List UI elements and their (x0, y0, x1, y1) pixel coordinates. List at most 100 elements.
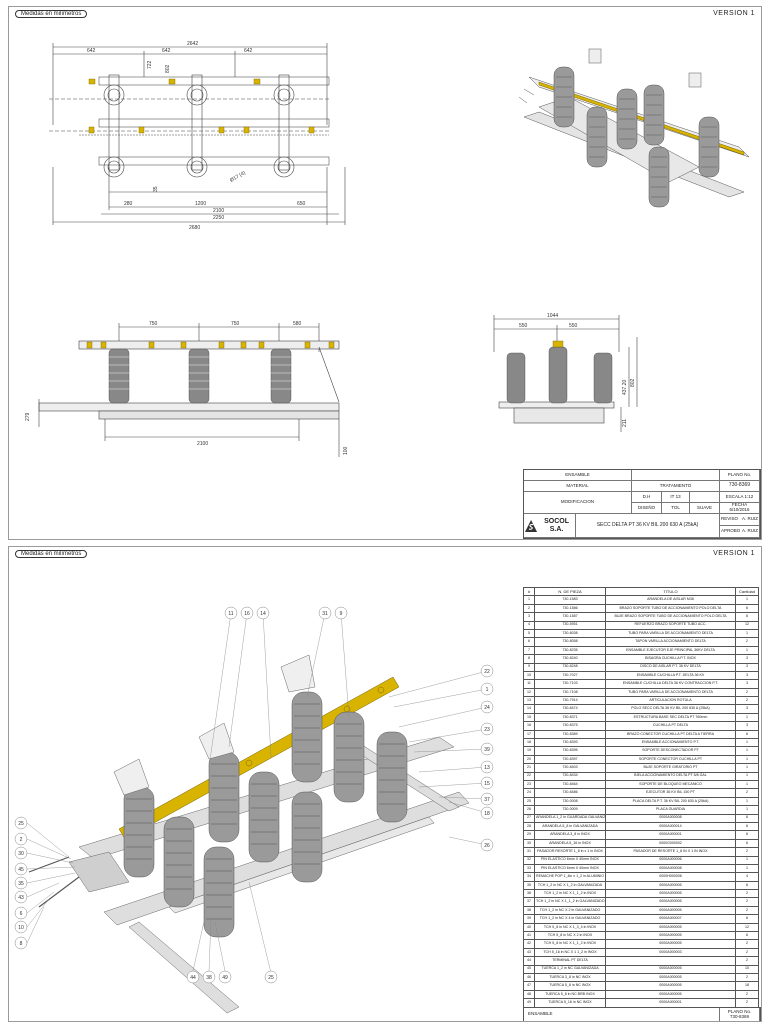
callout-left-1: 25 (18, 821, 24, 827)
bom-cell-qty: 1 (735, 771, 759, 782)
bom-cell-part: 730-8434 (534, 771, 606, 782)
side-base: 100 (343, 446, 349, 455)
side-span-3: 580 (293, 321, 302, 327)
bom-cell-qty: 2 (735, 939, 759, 949)
bom-cell-title: 0000A000003 (605, 947, 736, 958)
end-width: 1044 (547, 313, 558, 319)
bom-cell-part: 730-7914 (534, 696, 606, 706)
bom-cell-title: ARANDELA DE AISLAR M36 (605, 595, 736, 605)
bom-cell-number: 12 (523, 687, 535, 698)
isometric-view (518, 48, 750, 208)
tb-aprobo: APROBO A. RUIZ (720, 526, 760, 538)
bom-cell-number: 29 (523, 830, 535, 840)
callout-right-7: 15 (484, 781, 490, 787)
bom-cell-qty: 2 (735, 696, 759, 706)
bom-cell-title: BUJE SOPORTE GIRATORIO PT (605, 763, 736, 773)
bom-cell-title: SOPORTE DESCONECTADOR PT (605, 746, 736, 756)
bom-cell-number: 9 (523, 662, 535, 672)
bom-cell-title (605, 956, 736, 966)
bom-cell-number: 1 (523, 595, 535, 605)
bom-cell-number: 36 (523, 889, 535, 899)
tb-tratamiento: TRATAMIENTO (632, 481, 720, 492)
callout-right-6: 13 (484, 765, 490, 771)
side-span-2: 750 (231, 321, 240, 327)
end-height-1: 437.20 (622, 379, 628, 395)
bom-cell-part: 730-1587 (534, 612, 606, 622)
callout-bottom-2: 38 (206, 975, 212, 981)
tb-ensamble-value (632, 470, 720, 481)
end-contacts (552, 340, 564, 348)
bom-cell-title: 0000G000002 (605, 838, 736, 849)
bom-cell-number: 35 (523, 880, 535, 891)
bom-cell-part: 730-8474 (534, 704, 606, 714)
tb-suave: SUAVE (690, 503, 720, 514)
bom-cell-part: 730-8058 (534, 637, 606, 647)
exploded-assembly-drawing: 11 16 14 31 9 22 1 24 23 39 13 15 37 18 … (14, 606, 494, 1014)
side-contacts (86, 341, 335, 349)
tb-dh: D.H (632, 492, 662, 503)
bom-cell-qty: 1 (735, 738, 759, 748)
end-dimension-labels: 1044 550 550 437.20 802 211 (519, 313, 636, 427)
bom-cell-number: 34 (523, 872, 535, 882)
bom-cell-qty: 6 (735, 603, 759, 614)
bom-cell-part: 730-8240 (534, 654, 606, 664)
bom-cell-number: 43 (523, 947, 535, 958)
title-block: ENSAMBLE PLANO No. MATERIAL TRATAMIENTO … (523, 469, 761, 539)
iso-stripes (556, 76, 717, 198)
bom-cell-qty: 1 (735, 754, 759, 765)
bom-cell-qty: 2 (735, 788, 759, 798)
bom-cell-part: TUERCA 5_16 in NC INOX (534, 998, 606, 1008)
bom-cell-qty: 2 (735, 687, 759, 698)
bom-cell-title: TUBO PARA VARILLA DE ACCIONAMIENTO DELTA (605, 628, 736, 639)
bom-cell-title: REFUERZO BRAZO SOPORTE TUBO ACC. (605, 620, 736, 630)
tb-suave-blank (690, 492, 720, 503)
callout-left-8: 10 (18, 925, 24, 931)
dim-bottom-1: 280 (124, 201, 133, 207)
dim-span-2: 642 (162, 48, 171, 54)
bom-cell-part: TCH 5_8 in NC X 1_1_2 in INOX (534, 939, 606, 949)
callout-right-1: 22 (484, 669, 490, 675)
title-block-2: ENSAMBLE PLANO No. 730-8369 (523, 1007, 761, 1021)
bom-cell-number: 47 (523, 981, 535, 991)
bom-cell-number: 7 (523, 645, 535, 656)
bom-cell-part: 730-8248 (534, 662, 606, 672)
bom-cell-part: 730-8235 (534, 645, 606, 656)
bom-cell-part: 730-8375 (534, 721, 606, 731)
socol-logo-icon (525, 519, 538, 532)
tb-reviso: REVISO A. RUIZ (720, 514, 760, 526)
bom-cell-qty: 2 (735, 998, 759, 1008)
bom-cell-number: 26 (523, 805, 535, 815)
bom-cell-title: BRAZO CONECTOR CUCHILLA PT DELTA A TIERR… (605, 729, 736, 740)
callout-top-3: 14 (260, 611, 266, 617)
bom-cell-part: PASADOR RESORTE 1_8 in x 1 in INOX (534, 847, 606, 857)
bom-cell-title: 0000A000005 (605, 964, 736, 974)
bom-cell-part: TCH 1_2 in NC X 2 in GALVANIZADO (534, 905, 606, 916)
bom-cell-part: 730-7108 (534, 687, 606, 698)
bom-cell-part: TCH 1_2 in NC X 1_1_2 in GALVANIZADO (534, 897, 606, 907)
bom-cell-title: SOPORTE CONECTOR CUCHILLA PT (605, 754, 736, 765)
tb-fecha: FECHA 6/10/2016 (720, 502, 760, 514)
bom-cell-part: 730-8395 (534, 746, 606, 756)
dim-small: 35 (153, 186, 159, 192)
bom-cell-number: 41 (523, 930, 535, 941)
bom-cell-title: CUCHILLA PT DELTA (605, 721, 736, 731)
dim-length-2: 2250 (213, 215, 224, 221)
bom-cell-number: 18 (523, 738, 535, 748)
bom-cell-part: ARANDELA 1_2 in GUARDADA GALVANIZADA (534, 813, 606, 823)
bom-cell-qty: 2 (735, 637, 759, 647)
callout-left-4: 45 (18, 867, 24, 873)
bom-cell-part: 730-8371 (534, 712, 606, 723)
dim-bottom-2: 1200 (195, 201, 206, 207)
